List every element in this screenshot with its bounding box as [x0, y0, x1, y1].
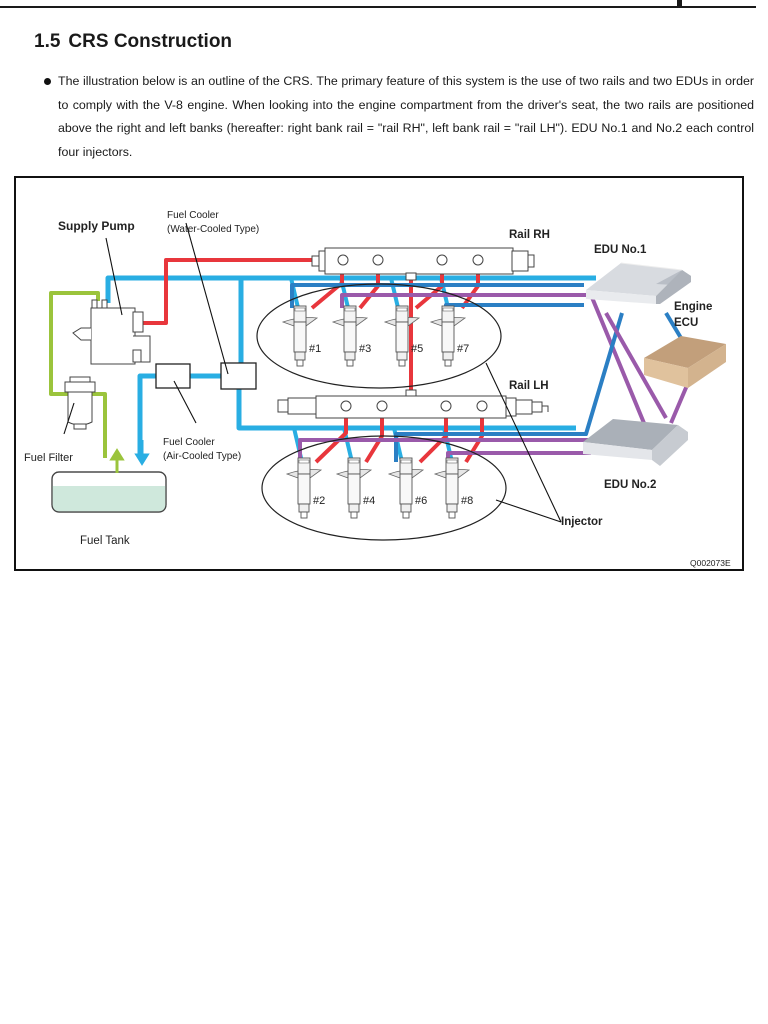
- return-line-main: [105, 275, 596, 303]
- fuel-cooler-air: [155, 363, 191, 389]
- crs-diagram: #1 #3 #5 #7 #2 #4 #6 #8: [24, 210, 731, 568]
- injector-number-label: #7: [457, 343, 469, 355]
- edu2-signal-purple: [298, 438, 591, 462]
- engine-ecu-box: [644, 336, 726, 388]
- return-down-arrow-icon: [134, 440, 150, 466]
- section-number: 1.5: [34, 31, 61, 52]
- edu1-signal-blue: [290, 283, 584, 308]
- edu1-to-edu2-blue: [394, 312, 624, 462]
- injector: #4: [335, 457, 375, 519]
- injector: #8: [433, 457, 473, 519]
- fuel-tank: [51, 471, 167, 513]
- label-injector: Injector: [561, 516, 603, 528]
- ecu-to-edu2-purple: [669, 382, 690, 424]
- label-fuel-tank: Fuel Tank: [80, 535, 130, 547]
- injector: #1: [281, 305, 321, 367]
- label-fuel-cooler-air-2: (Air-Cooled Type): [163, 451, 241, 462]
- high-pressure-line: [140, 258, 316, 325]
- injector-group-lh-outline: [261, 435, 507, 541]
- injectors-lh: #2 #4 #6 #8: [285, 457, 473, 519]
- figure-id: Q002073E: [690, 558, 731, 568]
- page-top-rule: [0, 6, 756, 8]
- label-rail-rh: Rail RH: [509, 229, 550, 241]
- page-top-rule-tick: [677, 0, 682, 8]
- edu1-to-edu2-purple: [604, 312, 668, 419]
- edu-no2-box: [583, 419, 688, 466]
- injector-number-label: #2: [313, 495, 325, 507]
- injector-number-label: #3: [359, 343, 371, 355]
- crs-construction-figure: #1 #3 #5 #7 #2 #4 #6 #8: [14, 176, 744, 571]
- label-engine-ecu-2: ECU: [674, 317, 698, 329]
- label-fuel-filter: Fuel Filter: [24, 452, 73, 464]
- bullet-paragraph: The illustration below is an outline of …: [44, 70, 754, 164]
- label-supply-pump: Supply Pump: [58, 219, 135, 233]
- label-fuel-cooler-water-1: Fuel Cooler: [167, 210, 219, 221]
- label-rail-lh: Rail LH: [509, 380, 549, 392]
- supply-pump-icon: [72, 299, 151, 365]
- paragraph-text: The illustration below is an outline of …: [58, 74, 754, 159]
- feed-line: [49, 291, 107, 458]
- leader-lines: [63, 222, 562, 523]
- return-line-lh: [236, 388, 576, 431]
- injector: #3: [331, 305, 371, 367]
- edu-no1-box: [586, 262, 691, 304]
- injector-number-label: #8: [461, 495, 473, 507]
- section-title-text: CRS Construction: [68, 31, 233, 52]
- injector: #6: [387, 457, 427, 519]
- label-fuel-cooler-air-1: Fuel Cooler: [163, 437, 215, 448]
- fuel-cooler-water: [220, 362, 257, 390]
- label-edu1: EDU No.1: [594, 244, 647, 256]
- ecu-to-edu1-blue: [664, 311, 683, 340]
- label-edu2: EDU No.2: [604, 479, 656, 491]
- return-line-tank: [137, 373, 221, 458]
- section-title: 1.5 CRS Construction: [34, 31, 232, 53]
- label-fuel-cooler-water-2: (Water-Cooled Type): [167, 224, 259, 235]
- injector-number-label: #5: [411, 343, 423, 355]
- injector-group-rh-outline: [256, 283, 502, 389]
- injector-number-label: #4: [363, 495, 375, 507]
- fuel-filter-icon: [64, 376, 96, 430]
- rail-lh-icon: [277, 389, 549, 419]
- label-engine-ecu-1: Engine: [674, 301, 712, 313]
- edu1-signal-purple: [340, 293, 653, 441]
- injectors-rh: #1 #3 #5 #7: [281, 305, 469, 367]
- edu1-signal-blue-2: [444, 303, 584, 308]
- feed-up-arrow-icon: [109, 448, 125, 473]
- injector-number-label: #1: [309, 343, 321, 355]
- injector: #2: [285, 457, 325, 519]
- rail-rh-icon: [311, 247, 535, 281]
- injector: #7: [429, 305, 469, 367]
- injector-number-label: #6: [415, 495, 427, 507]
- injector: #5: [383, 305, 423, 367]
- bullet-icon: [44, 78, 51, 85]
